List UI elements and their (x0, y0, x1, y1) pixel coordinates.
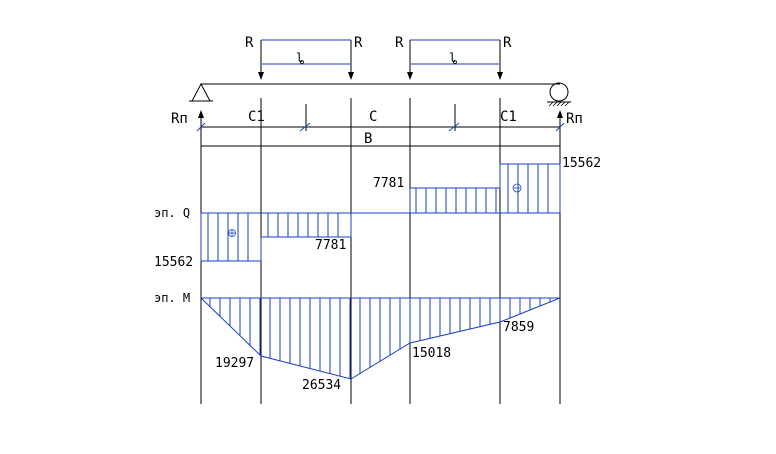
span-label: l (449, 51, 456, 65)
load-group-right: R R l (395, 35, 512, 80)
dimension-row-segments: C1 C C1 (196, 104, 565, 132)
force-label-left: R (395, 35, 404, 51)
force-label-left: R (245, 35, 254, 51)
shear-hatching (207, 164, 549, 261)
reaction-label-left: Rп (171, 111, 188, 127)
roller-support-icon (547, 82, 571, 107)
tick-mark-icon (555, 122, 565, 132)
reaction-arrow-icon (557, 110, 563, 118)
moment-diagram-label: эп. M (154, 291, 190, 305)
segment-label-c1-left: C1 (248, 109, 265, 125)
force-label-right: R (354, 35, 363, 51)
shear-lower-outline (200, 213, 352, 262)
force-arrow-icon (348, 72, 354, 80)
moment-diagram: эп. M 19297 26534 15018 7859 (154, 291, 561, 393)
shear-diagram-label: эп. Q (154, 206, 190, 220)
moment-value-2: 26534 (302, 378, 341, 393)
span-label: l (296, 51, 303, 65)
moment-value-4: 7859 (503, 320, 534, 335)
segment-label-c: C (369, 109, 377, 125)
shear-value-left-mid: 7781 (315, 238, 346, 253)
shear-value-right-support: 15562 (562, 156, 601, 171)
shear-upper-outline (409, 163, 561, 213)
force-label-right: R (503, 35, 512, 51)
moment-hatching (209, 298, 551, 379)
dimension-row-total: B (201, 131, 560, 147)
span-subscript-icon (453, 60, 457, 64)
shear-value-right-mid: 7781 (373, 176, 404, 191)
shear-value-left-support: 15562 (154, 255, 193, 270)
moment-value-3: 15018 (412, 346, 451, 361)
segment-label-c1-right: C1 (500, 109, 517, 125)
reaction-arrow-icon (198, 110, 204, 118)
reaction-right: Rп (557, 110, 583, 127)
moment-value-1: 19297 (215, 356, 254, 371)
minus-sign-icon (512, 183, 522, 193)
reaction-label-right: Rп (566, 111, 583, 127)
tick-mark-icon (196, 122, 206, 132)
tick-mark-icon (299, 122, 311, 132)
tick-mark-icon (448, 122, 460, 132)
section-lines (200, 98, 561, 404)
reaction-left: Rп (171, 110, 204, 127)
force-arrow-icon (497, 72, 503, 80)
force-arrow-icon (258, 72, 264, 80)
span-subscript-icon (300, 60, 304, 64)
force-arrow-icon (407, 72, 413, 80)
pin-support-icon (189, 82, 213, 102)
shear-diagram: эп. Q 15562 7781 7781 15562 (154, 156, 601, 270)
total-length-label: B (364, 131, 372, 147)
plus-sign-icon (228, 229, 236, 237)
load-group-left: R R l (245, 35, 363, 80)
